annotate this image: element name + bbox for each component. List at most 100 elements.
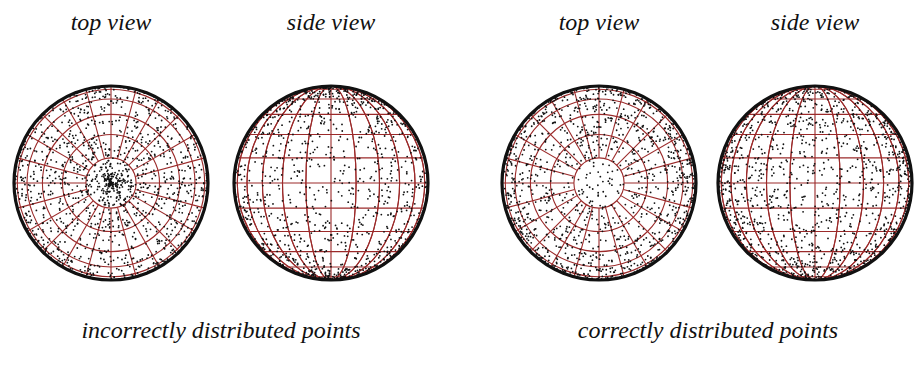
sample-point <box>99 91 101 93</box>
sample-point <box>40 166 42 168</box>
sample-point <box>325 250 327 252</box>
sample-point <box>303 121 305 123</box>
sample-point <box>119 195 121 197</box>
sample-point <box>25 219 27 221</box>
sample-point <box>104 179 106 181</box>
sample-point <box>415 186 417 188</box>
sample-point <box>319 93 321 95</box>
sample-point <box>183 157 185 159</box>
sample-point <box>306 253 308 255</box>
sample-point <box>35 128 37 130</box>
sample-point <box>161 240 163 242</box>
sample-point <box>63 194 65 196</box>
sample-point <box>378 120 380 122</box>
sample-point <box>420 157 422 159</box>
sample-point <box>111 272 113 274</box>
sample-point <box>69 213 71 215</box>
sample-point <box>57 243 59 245</box>
sample-point <box>84 270 86 272</box>
sample-point <box>47 127 49 129</box>
sample-point <box>311 110 313 112</box>
sample-point <box>138 97 140 99</box>
sample-point <box>119 97 121 99</box>
sample-point <box>300 105 302 107</box>
sample-point <box>116 197 118 199</box>
sample-point <box>159 240 161 242</box>
sample-point <box>133 198 135 200</box>
sample-point <box>94 152 96 154</box>
sample-point <box>119 203 121 205</box>
sample-point <box>154 191 156 193</box>
sample-point <box>154 99 156 101</box>
sample-point <box>143 157 145 159</box>
sample-point <box>163 153 165 155</box>
sample-point <box>59 241 61 243</box>
sample-point <box>124 257 126 259</box>
sample-point <box>51 125 53 127</box>
sample-point <box>50 190 52 192</box>
sample-point <box>46 222 48 224</box>
sample-point <box>72 211 74 213</box>
sample-point <box>74 142 76 144</box>
sample-point <box>279 109 281 111</box>
sample-point <box>92 205 94 207</box>
sample-point <box>359 131 361 133</box>
sample-point <box>190 184 192 186</box>
sample-point <box>105 152 107 154</box>
sample-point <box>70 130 72 132</box>
sample-point <box>118 269 120 271</box>
sample-point <box>83 201 85 203</box>
sample-point <box>109 226 111 228</box>
sample-point <box>347 96 349 98</box>
sample-point <box>43 141 45 143</box>
sample-point <box>289 248 291 250</box>
sample-point <box>59 217 61 219</box>
sample-point <box>314 149 316 151</box>
sample-point <box>99 251 101 253</box>
sample-point <box>170 252 172 254</box>
sample-point <box>97 223 99 225</box>
sample-point <box>289 121 291 123</box>
sample-point <box>27 189 29 191</box>
sample-point <box>85 199 87 201</box>
sample-point <box>49 175 51 177</box>
sample-point <box>87 112 89 114</box>
sample-point <box>74 256 76 258</box>
sample-point <box>137 174 139 176</box>
sample-point <box>83 144 85 146</box>
sample-point <box>113 174 115 176</box>
sample-point <box>108 205 110 207</box>
sample-point <box>288 133 290 135</box>
sample-point <box>96 271 98 273</box>
sample-point <box>47 163 49 165</box>
sample-point <box>63 222 65 224</box>
sample-point <box>177 187 179 189</box>
sample-point <box>244 196 246 198</box>
sample-point <box>119 180 121 182</box>
sample-point <box>306 220 308 222</box>
sample-point <box>104 178 106 180</box>
sample-point <box>280 143 282 145</box>
sample-point <box>121 174 123 176</box>
sample-point <box>102 163 104 165</box>
sample-point <box>163 176 165 178</box>
sample-point <box>62 111 64 113</box>
sample-point <box>28 222 30 224</box>
sample-point <box>102 121 104 123</box>
sample-point <box>157 140 159 142</box>
sample-point <box>381 103 383 105</box>
sample-point <box>329 263 331 265</box>
sample-point <box>191 212 193 214</box>
sample-point <box>153 263 155 265</box>
sample-point <box>254 126 256 128</box>
sample-point <box>304 140 306 142</box>
sample-point <box>342 271 344 273</box>
sample-point <box>73 113 75 115</box>
sample-point <box>116 213 118 215</box>
sample-point <box>286 216 288 218</box>
sample-point <box>53 121 55 123</box>
sample-point <box>337 233 339 235</box>
sample-point <box>341 242 343 244</box>
sample-point <box>172 149 174 151</box>
sample-point <box>75 134 77 136</box>
